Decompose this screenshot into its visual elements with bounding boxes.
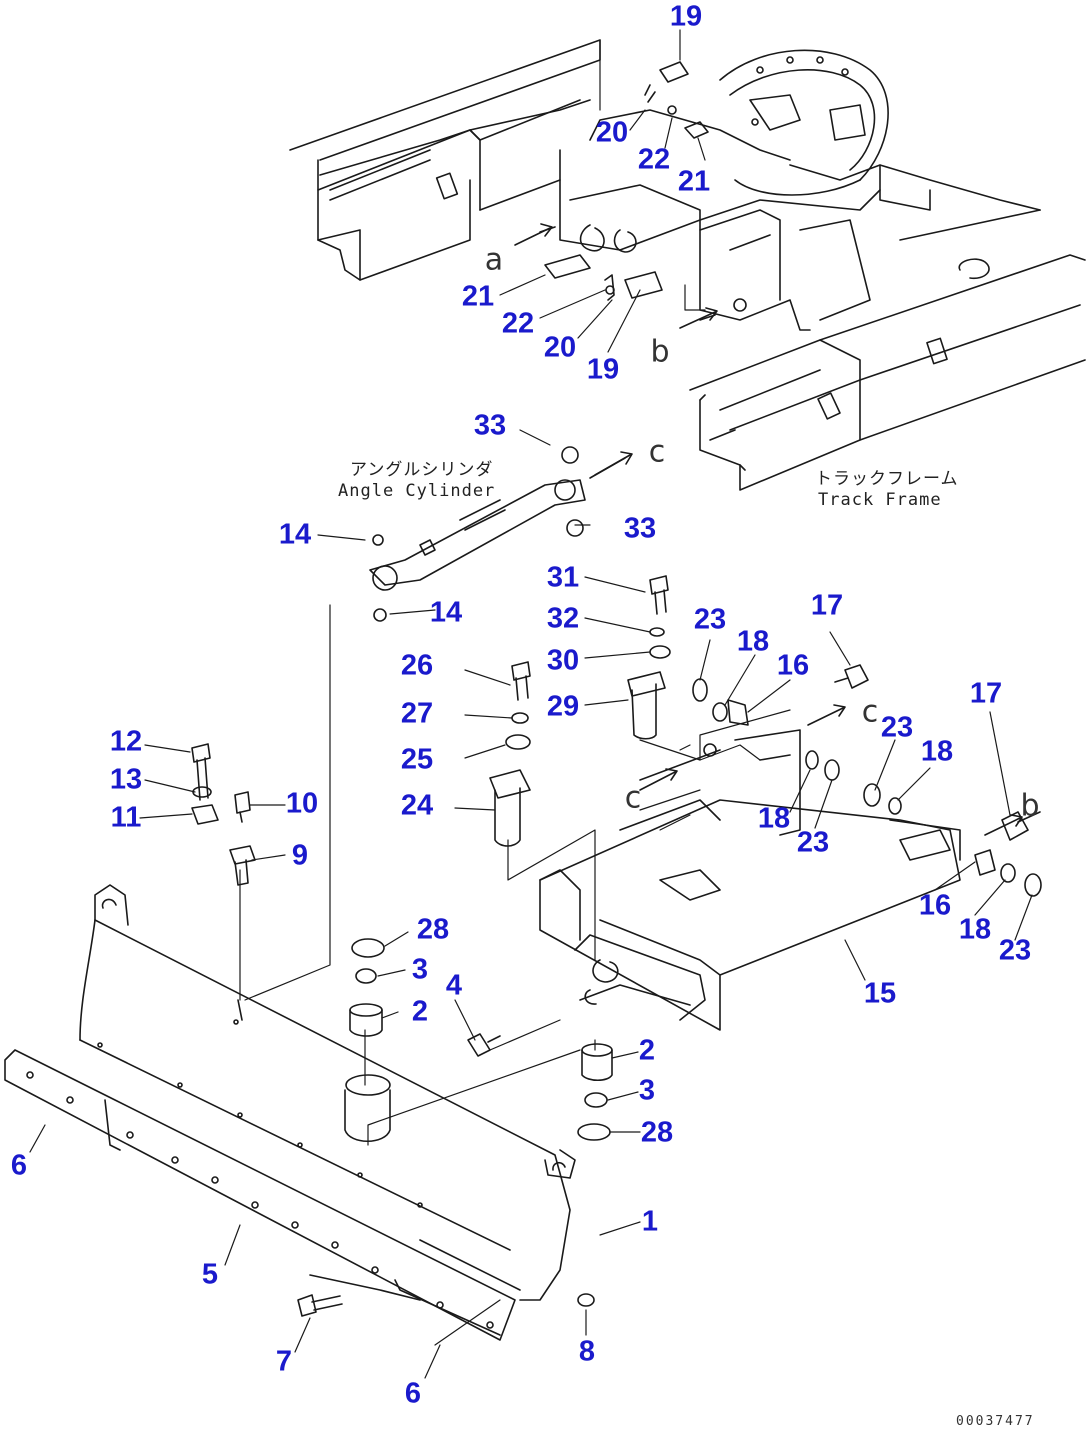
callout-14-lower: 14 [429,596,463,629]
connector-b-right: b [1020,788,1040,824]
callout-22-top: 22 [637,143,671,176]
callout-22-mid: 22 [501,307,535,340]
angle-cylinder-label-en: Angle Cylinder [338,481,496,501]
callout-1: 1 [641,1205,659,1238]
callout-18-c: 18 [757,802,791,835]
callout-20-mid: 20 [543,331,577,364]
callout-24: 24 [400,789,434,822]
callout-3-bottom: 3 [638,1074,656,1107]
connector-a: a [484,242,504,278]
callout-4: 4 [445,969,463,1002]
callout-32: 32 [546,602,580,635]
callout-33-top: 33 [473,409,507,442]
callout-17-a: 17 [810,589,844,622]
callout-14-left: 14 [278,518,312,551]
reference-arrows [514,223,1023,836]
callout-31: 31 [546,561,580,594]
blade [4,884,576,1341]
angle-cylinder [369,446,626,622]
callout-3-top: 3 [411,953,429,986]
callout-6-bottom: 6 [404,1377,422,1410]
track-frame-label-jp: トラックフレーム [815,469,959,489]
callout-23-c: 23 [796,826,830,859]
callout-15: 15 [863,977,897,1010]
callout-10: 10 [285,787,319,820]
drawing-code: 00037477 [956,1414,1035,1429]
callout-2-top: 2 [411,995,429,1028]
callout-17-b: 17 [969,677,1003,710]
callout-33-right: 33 [623,512,657,545]
callout-12: 12 [109,725,143,758]
callout-20-top: 20 [595,116,629,149]
leader-lines [29,29,1033,1379]
callout-13: 13 [109,763,143,796]
callout-30: 30 [546,644,580,677]
callout-27: 27 [400,697,434,730]
callout-18-b: 18 [920,735,954,768]
callout-21-mid: 21 [461,280,495,313]
callout-19-mid: 19 [586,353,620,386]
callout-9: 9 [291,839,309,872]
connector-c-top: c [648,434,666,470]
callout-18-a: 18 [736,625,770,658]
small-parts [191,575,1042,1317]
track-frame-label-en: Track Frame [818,490,942,510]
callout-23-a: 23 [693,603,727,636]
callout-25: 25 [400,743,434,776]
callout-19-top: 19 [669,0,703,33]
callout-6-left: 6 [10,1149,28,1182]
callout-28-bottom: 28 [640,1116,674,1149]
callout-7: 7 [275,1345,293,1378]
connector-c-mid: c [861,694,879,730]
connector-b-top: b [650,334,670,370]
callout-16-b: 16 [918,889,952,922]
callout-2-bottom: 2 [638,1034,656,1067]
angle-cylinder-label-jp: アングルシリンダ [350,460,494,480]
callout-11: 11 [110,801,142,834]
callout-5: 5 [201,1258,219,1291]
callout-23-b: 23 [880,711,914,744]
callout-23-d: 23 [998,934,1032,967]
callout-29: 29 [546,690,580,723]
connector-c-frame: c [624,780,642,816]
callout-8: 8 [578,1335,596,1368]
assembly-lines [239,39,791,1146]
blade-frame-assembly [539,729,961,1031]
callout-16-a: 16 [776,649,810,682]
callout-26: 26 [400,649,434,682]
track-frame-assembly [289,39,1086,491]
callout-28-top: 28 [416,913,450,946]
callout-21-top: 21 [677,165,711,198]
callout-18-d: 18 [958,913,992,946]
